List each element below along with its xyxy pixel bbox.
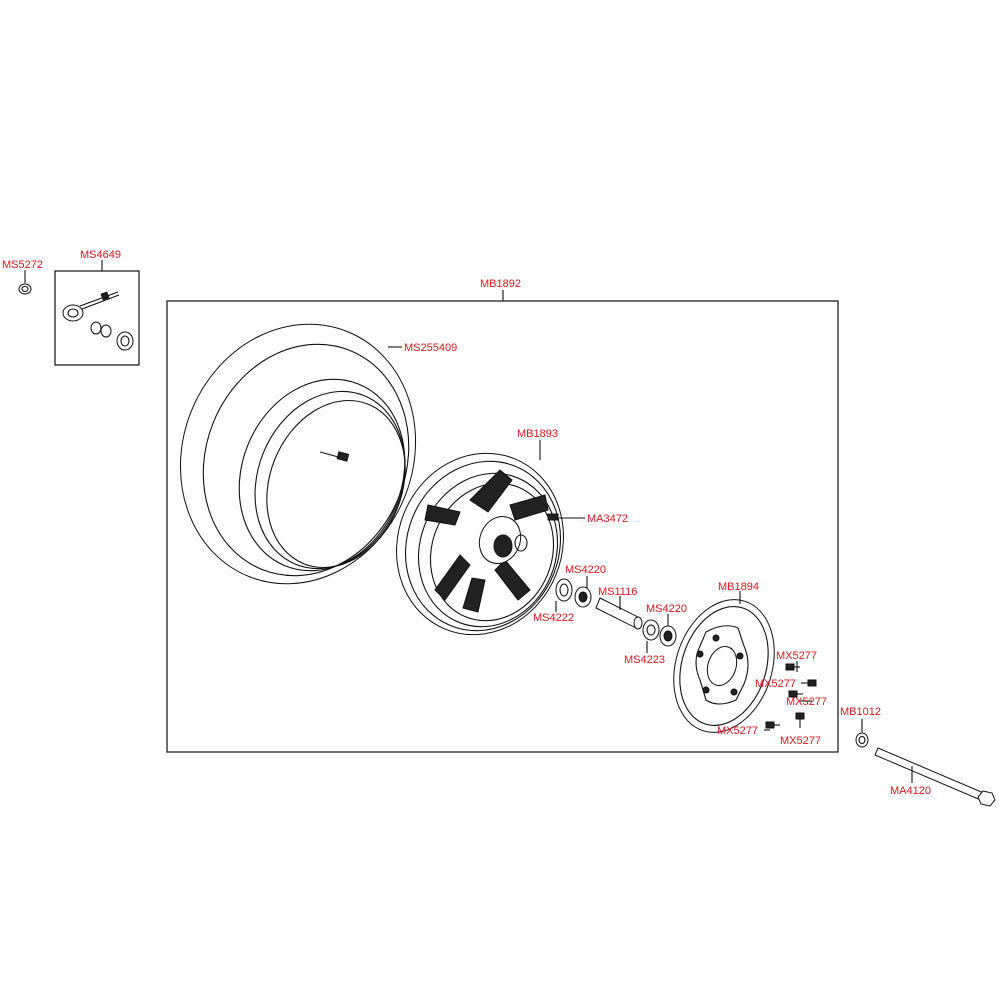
disc-bolt-a-part bbox=[785, 663, 800, 671]
label-mx5277-e: MX5277 bbox=[780, 735, 821, 747]
seal-ms4222-part bbox=[555, 578, 573, 602]
label-ma3472: MA3472 bbox=[587, 513, 628, 525]
label-mb1893: MB1893 bbox=[517, 428, 558, 440]
label-ma4120: MA4120 bbox=[890, 785, 931, 797]
label-ms4223: MS4223 bbox=[624, 654, 665, 666]
label-ms255409: MS255409 bbox=[404, 342, 457, 354]
label-mx5277-b: MX5277 bbox=[755, 678, 796, 690]
axle-nut-part bbox=[855, 732, 869, 748]
disc-bolt-c-part bbox=[788, 690, 803, 698]
label-ms5272: MS5272 bbox=[2, 259, 43, 271]
valve-kit-parts bbox=[62, 291, 134, 351]
valve-kit-box bbox=[54, 270, 140, 366]
disc-bolt-e-part bbox=[795, 712, 805, 728]
disc-bolt-d-part bbox=[765, 721, 780, 729]
label-mb1892: MB1892 bbox=[480, 278, 521, 290]
label-mx5277-c: MX5277 bbox=[786, 696, 827, 708]
valve-nut-part bbox=[18, 283, 32, 295]
label-mx5277-d: MX5277 bbox=[717, 725, 758, 737]
axle-part bbox=[874, 747, 996, 807]
label-mb1894: MB1894 bbox=[718, 581, 759, 593]
bearing-ms4220-a-part bbox=[574, 586, 592, 608]
brake-disc-part bbox=[673, 599, 775, 733]
wheel-rim-part bbox=[396, 452, 564, 636]
label-mb1012: MB1012 bbox=[840, 706, 881, 718]
label-ms4222: MS4222 bbox=[533, 612, 574, 624]
label-ms4220-a: MS4220 bbox=[565, 564, 606, 576]
spacer-tube-part bbox=[595, 597, 643, 630]
label-ms1116: MS1116 bbox=[598, 586, 637, 598]
label-ms4649: MS4649 bbox=[80, 249, 121, 261]
label-ms4220-b: MS4220 bbox=[646, 603, 687, 615]
tire-part bbox=[179, 323, 417, 585]
seal-ms4223-part bbox=[642, 619, 660, 641]
disc-bolt-b-part bbox=[801, 679, 817, 687]
label-mx5277-a: MX5277 bbox=[776, 650, 817, 662]
bearing-ms4220-b-part bbox=[659, 625, 677, 647]
